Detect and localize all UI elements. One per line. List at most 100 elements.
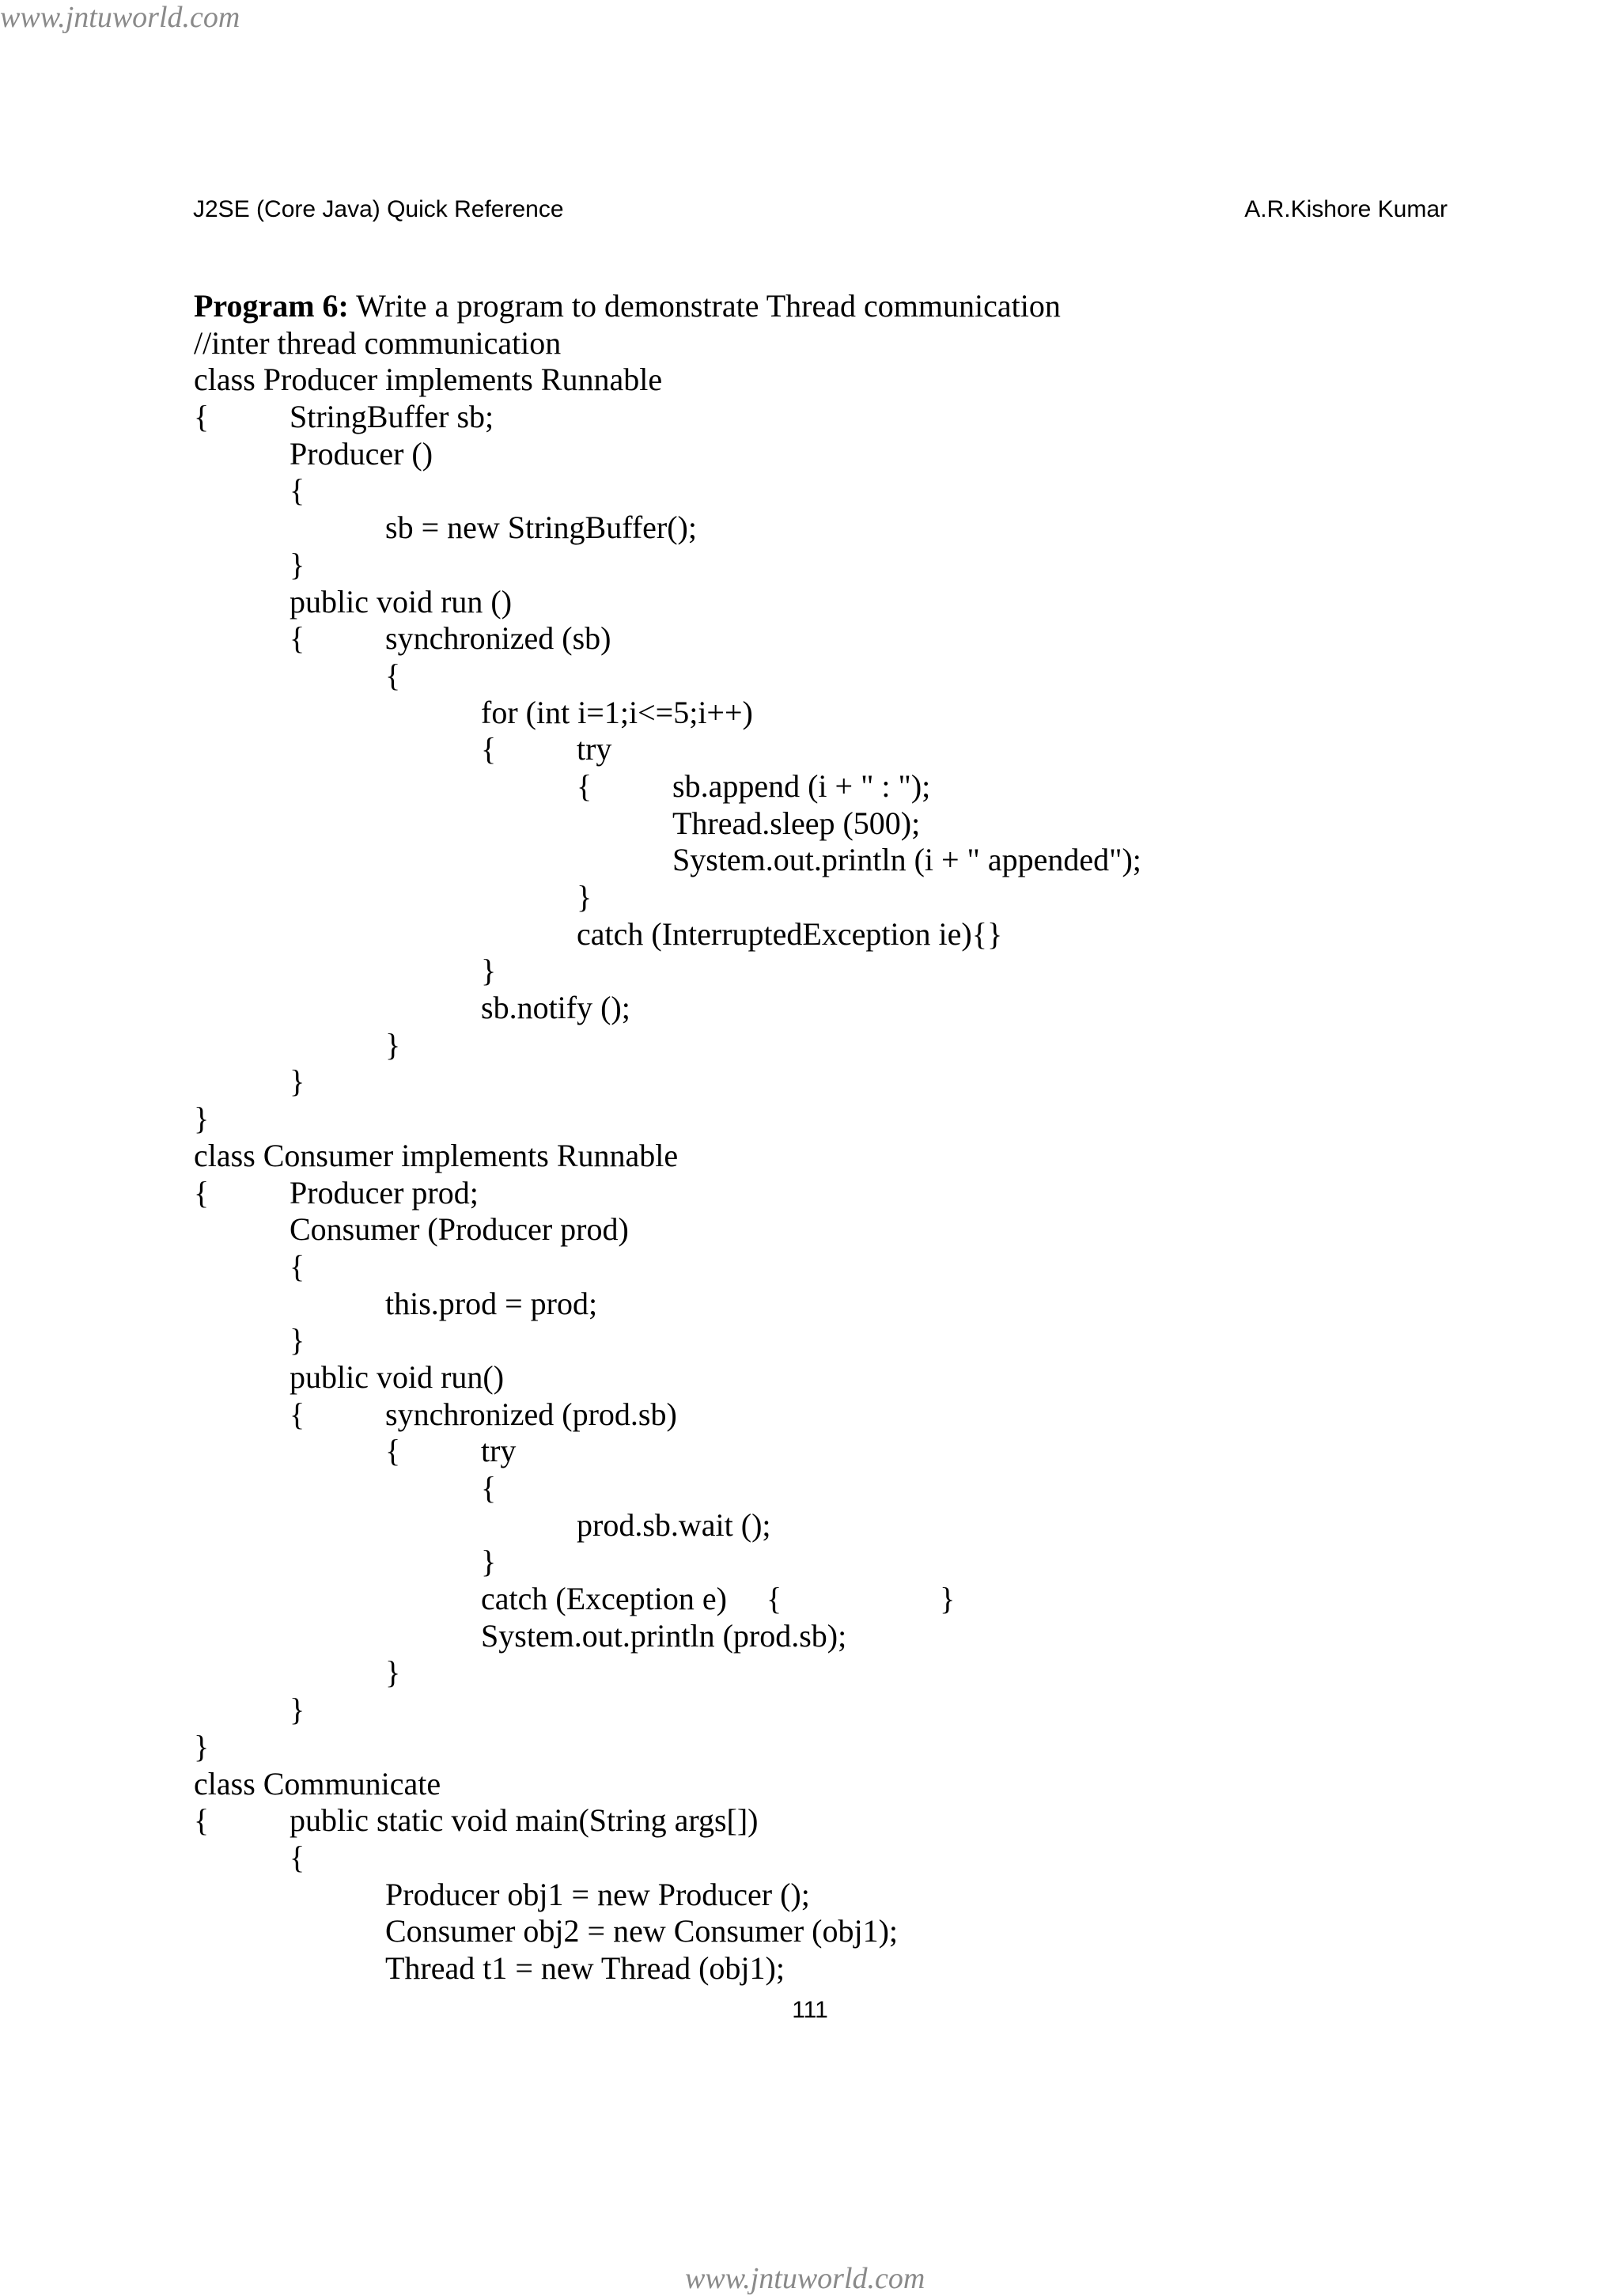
code-line: //inter thread communication (194, 325, 1539, 362)
code-line: } (194, 1027, 1539, 1064)
code-line: for (int i=1;i<=5;i++) (194, 695, 1539, 732)
code-line: Thread.sleep (500); (194, 805, 1539, 843)
code-token: this.prod = prod; (385, 1285, 598, 1321)
watermark-top: www.jntuworld.com (0, 1, 240, 34)
code-token: { (290, 1396, 305, 1432)
code-line: { sb.append (i + " : "); (194, 768, 1539, 805)
code-line: catch (InterruptedException ie){} (194, 916, 1539, 953)
code-token: sb.notify (); (481, 990, 630, 1026)
code-token: } (290, 546, 305, 582)
code-line: class Communicate (194, 1766, 1539, 1803)
running-header-title: J2SE (Core Java) Quick Reference (193, 196, 564, 222)
running-header-author: A.R.Kishore Kumar (1244, 196, 1448, 222)
code-line: System.out.println (prod.sb); (194, 1618, 1539, 1655)
code-line: } (194, 1322, 1539, 1359)
code-token: Producer prod; (290, 1174, 479, 1211)
code-line: prod.sb.wait (); (194, 1507, 1539, 1544)
code-line: { try (194, 731, 1539, 768)
code-token: //inter thread communication (194, 324, 562, 361)
code-line: catch (Exception e) { } (194, 1581, 1539, 1618)
code-token: class Producer implements Runnable (194, 362, 663, 398)
code-token: } (290, 1692, 305, 1728)
code-token: synchronized (sb) (385, 620, 611, 657)
code-token: try (481, 1433, 517, 1469)
watermark-bottom: www.jntuworld.com (685, 2262, 925, 2295)
code-token: } (194, 1101, 210, 1137)
code-token: { (194, 1802, 210, 1839)
code-token: Consumer obj2 = new Consumer (obj1); (385, 1913, 899, 1949)
code-token: prod.sb.wait (); (577, 1506, 771, 1543)
code-line: { (194, 472, 1539, 510)
code-token: { (385, 1433, 401, 1469)
code-line: { Producer prod; (194, 1175, 1539, 1212)
code-token: { (481, 1470, 497, 1506)
code-token: catch (Exception e) { } (481, 1581, 956, 1617)
program-label: Program 6: (194, 288, 349, 324)
code-line: { (194, 1839, 1539, 1877)
code-line: { (194, 1248, 1539, 1286)
code-token: System.out.println (prod.sb); (481, 1617, 847, 1654)
code-line: { synchronized (prod.sb) (194, 1396, 1539, 1434)
code-token: } (481, 953, 497, 989)
code-line: public void run() (194, 1359, 1539, 1396)
code-token: } (385, 1026, 401, 1063)
code-token: sb = new StringBuffer(); (385, 510, 697, 546)
code-line: } (194, 1729, 1539, 1766)
code-token: } (194, 1728, 210, 1764)
program-heading: Program 6: Write a program to demonstrat… (194, 288, 1539, 325)
code-line: sb = new StringBuffer(); (194, 510, 1539, 547)
code-line: } (194, 1654, 1539, 1692)
code-token: public void run() (290, 1358, 505, 1395)
code-line: } (194, 1063, 1539, 1101)
code-token: } (481, 1544, 497, 1580)
code-token: synchronized (prod.sb) (385, 1396, 677, 1432)
code-token: Thread t1 = new Thread (obj1); (385, 1949, 785, 1986)
code-token: { (290, 472, 305, 509)
code-line: System.out.println (i + " appended"); (194, 842, 1539, 879)
code-line: {public static void main(String args[]) (194, 1802, 1539, 1839)
code-token: for (int i=1;i<=5;i++) (481, 694, 753, 730)
code-token: Producer () (290, 435, 433, 472)
code-token: { (577, 767, 592, 804)
code-token: { (290, 620, 305, 657)
code-line: class Producer implements Runnable (194, 362, 1539, 399)
code-line: } (194, 1692, 1539, 1729)
code-token: catch (InterruptedException ie){} (577, 915, 1003, 952)
code-line: this.prod = prod; (194, 1286, 1539, 1323)
code-line: } (194, 953, 1539, 990)
program-description: Write a program to demonstrate Thread co… (348, 288, 1061, 324)
code-token: { (194, 1174, 210, 1211)
code-token: { (385, 657, 401, 693)
code-token: class Consumer implements Runnable (194, 1137, 679, 1173)
code-line: Consumer (Producer prod) (194, 1211, 1539, 1248)
code-token: { (481, 731, 497, 767)
code-line: { synchronized (sb) (194, 620, 1539, 657)
code-token: Producer obj1 = new Producer (); (385, 1876, 810, 1912)
code-line: { StringBuffer sb; (194, 399, 1539, 436)
code-token: StringBuffer sb; (290, 399, 494, 435)
code-line: Producer obj1 = new Producer (); (194, 1877, 1539, 1914)
code-token: { (290, 1839, 305, 1875)
code-token: Consumer (Producer prod) (290, 1211, 629, 1248)
code-token: class Communicate (194, 1765, 441, 1802)
code-token: } (385, 1654, 401, 1691)
code-token: sb.append (i + " : "); (672, 767, 931, 804)
code-token: } (577, 879, 592, 915)
code-line: class Consumer implements Runnable (194, 1138, 1539, 1175)
program-listing: Program 6: Write a program to demonstrat… (194, 288, 1539, 1987)
code-line: public void run () (194, 584, 1539, 621)
code-line: } (194, 547, 1539, 584)
code-line: Consumer obj2 = new Consumer (obj1); (194, 1913, 1539, 1950)
code-token: Thread.sleep (500); (672, 805, 921, 841)
code-line: Producer () (194, 436, 1539, 473)
code-line: { (194, 657, 1539, 695)
code-token: { (194, 399, 210, 435)
code-token: System.out.println (i + " appended"); (672, 842, 1141, 878)
code-line: } (194, 1101, 1539, 1138)
code-token: try (577, 731, 612, 767)
code-line: } (194, 1544, 1539, 1581)
code-line: } (194, 879, 1539, 916)
code-token: public void run () (290, 583, 513, 619)
code-token: { (290, 1248, 305, 1284)
code-token: } (290, 1322, 305, 1358)
